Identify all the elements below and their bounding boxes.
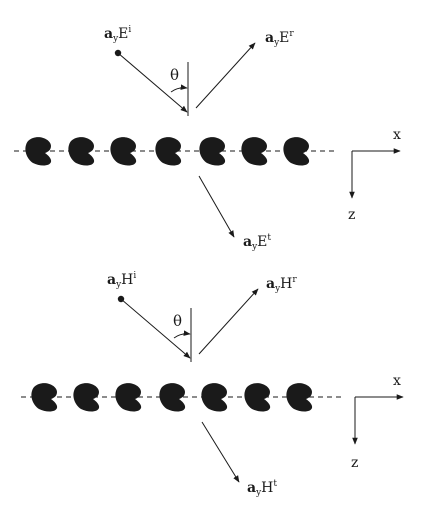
incident-label: ayEi bbox=[104, 25, 131, 44]
particle bbox=[115, 383, 142, 412]
particle bbox=[244, 383, 271, 412]
particle-row bbox=[31, 383, 313, 412]
particle bbox=[201, 383, 228, 412]
transmitted-label: ayEt bbox=[243, 233, 271, 252]
reflected-ray bbox=[198, 288, 259, 355]
reflected-label: ayHr bbox=[266, 275, 297, 294]
transmitted-label: ayHt bbox=[247, 479, 277, 498]
particle bbox=[110, 137, 137, 166]
angle-label: θ bbox=[170, 66, 179, 84]
z-axis-label: z bbox=[348, 207, 355, 223]
incident-label: ayHi bbox=[107, 271, 136, 290]
reflected-label: ayEr bbox=[265, 29, 294, 48]
angle-arc bbox=[173, 330, 191, 339]
particle bbox=[199, 137, 226, 166]
particle bbox=[155, 137, 182, 166]
angle-label: θ bbox=[173, 312, 182, 330]
incident-ray bbox=[117, 52, 188, 113]
x-axis-label: x bbox=[393, 373, 401, 389]
particle bbox=[73, 383, 100, 412]
particle bbox=[241, 137, 268, 166]
panel-h-field: θ ayHi ayHr ayHt x z bbox=[21, 271, 404, 498]
particle bbox=[68, 137, 95, 166]
particle bbox=[286, 383, 313, 412]
transmitted-ray bbox=[198, 175, 235, 238]
z-axis-label: z bbox=[351, 455, 358, 471]
incident-ray bbox=[120, 298, 191, 359]
particle bbox=[25, 137, 52, 166]
particle bbox=[159, 383, 186, 412]
particle bbox=[283, 137, 310, 166]
particle bbox=[31, 383, 58, 412]
x-axis-label: x bbox=[393, 127, 401, 143]
transmitted-ray bbox=[201, 421, 240, 483]
angle-arc bbox=[170, 84, 188, 93]
panel-e-field: θ ayEi ayEr ayEt x z bbox=[14, 25, 401, 252]
reflected-ray bbox=[195, 42, 256, 109]
